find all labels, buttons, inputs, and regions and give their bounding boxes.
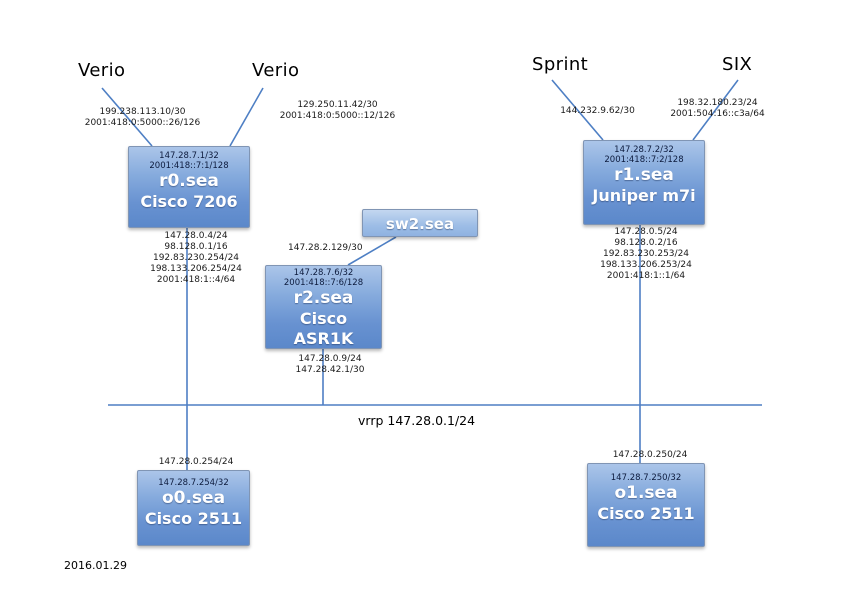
o1-loopback: 147.28.7.250/32 bbox=[610, 473, 682, 483]
address-line: 129.250.11.42/30 bbox=[297, 100, 378, 110]
address-line: 192.83.230.254/24 bbox=[152, 253, 240, 263]
o1-name: o1.sea bbox=[614, 483, 678, 503]
address-line: 147.28.0.5/24 bbox=[614, 227, 678, 237]
o0-loopback: 147.28.7.254/32 bbox=[158, 478, 229, 488]
address-line: 144.232.9.62/30 bbox=[560, 106, 635, 116]
provider-verio-2: Verio bbox=[252, 60, 300, 81]
address-line: 192.83.230.253/24 bbox=[602, 249, 690, 259]
uplink-sprint-addresses: 144.232.9.62/30 bbox=[525, 106, 670, 117]
r2-model-line1: Cisco bbox=[299, 309, 348, 328]
node-o0: 147.28.7.254/32 o0.sea Cisco 2511 bbox=[137, 470, 250, 546]
address-line: 198.133.206.254/24 bbox=[150, 264, 242, 274]
node-sw2: sw2.sea bbox=[362, 209, 478, 237]
node-r1: 147.28.7.2/32 2001:418::7:2/128 r1.sea J… bbox=[583, 140, 705, 225]
r0-name: r0.sea bbox=[159, 171, 219, 191]
r2-name: r2.sea bbox=[293, 288, 354, 308]
r0-loopback-v4: 147.28.7.1/32 bbox=[159, 151, 219, 161]
address-line: 199.238.113.10/30 bbox=[99, 107, 186, 117]
link-verio2-r0 bbox=[229, 87, 264, 147]
o0-lan-address: 147.28.0.254/24 bbox=[126, 457, 266, 468]
r0-model: Cisco 7206 bbox=[140, 192, 238, 211]
address-line: 2001:418:1::4/64 bbox=[156, 275, 236, 285]
address-line: 2001:418:1::1/64 bbox=[606, 271, 686, 281]
r2-model-line2: ASR1K bbox=[293, 329, 354, 348]
address-line: 98.128.0.2/16 bbox=[614, 238, 678, 248]
address-line: 2001:504:16::c3a/64 bbox=[670, 109, 765, 119]
address-line: 198.133.206.253/24 bbox=[600, 260, 692, 270]
provider-verio-1: Verio bbox=[78, 60, 126, 81]
r0-loopback-v6: 2001:418::7:1/128 bbox=[149, 161, 229, 171]
address-line: 147.28.0.250/24 bbox=[612, 450, 688, 460]
r1-loopback-v4: 147.28.7.2/32 bbox=[614, 145, 674, 155]
vrrp-bus-label: vrrp 147.28.0.1/24 bbox=[358, 413, 476, 428]
address-line: 147.28.0.254/24 bbox=[158, 457, 234, 467]
node-r2: 147.28.7.6/32 2001:418::7:6/128 r2.sea C… bbox=[265, 265, 382, 349]
o1-lan-address: 147.28.0.250/24 bbox=[580, 450, 720, 461]
o1-model: Cisco 2511 bbox=[597, 504, 695, 523]
provider-six: SIX bbox=[722, 54, 753, 75]
address-line: 147.28.0.9/24 bbox=[298, 354, 362, 364]
diagram-date: 2016.01.29 bbox=[64, 559, 127, 572]
o0-model: Cisco 2511 bbox=[144, 509, 243, 528]
address-line: 2001:418:0:5000::26/126 bbox=[84, 118, 201, 128]
r1-interface-list: 147.28.0.5/24 98.128.0.2/16 192.83.230.2… bbox=[576, 227, 716, 282]
address-line: 2001:418:0:5000::12/126 bbox=[279, 111, 396, 121]
address-line: 147.28.42.1/30 bbox=[295, 365, 365, 375]
node-r0: 147.28.7.1/32 2001:418::7:1/128 r0.sea C… bbox=[128, 146, 250, 228]
node-o1: 147.28.7.250/32 o1.sea Cisco 2511 bbox=[587, 463, 705, 547]
r1-name: r1.sea bbox=[614, 165, 674, 185]
uplink-verio2-addresses: 129.250.11.42/30 2001:418:0:5000::12/126 bbox=[265, 100, 410, 122]
r2-sw2-link-address: 147.28.2.129/30 bbox=[288, 243, 363, 253]
provider-sprint: Sprint bbox=[532, 54, 589, 75]
r2-interface-list: 147.28.0.9/24 147.28.42.1/30 bbox=[260, 354, 400, 376]
r2-loopback-v6: 2001:418::7:6/128 bbox=[283, 278, 364, 288]
address-line: 198.32.180.23/24 bbox=[677, 98, 758, 108]
uplink-six-addresses: 198.32.180.23/24 2001:504:16::c3a/64 bbox=[645, 98, 790, 120]
o0-name: o0.sea bbox=[161, 488, 226, 508]
uplink-verio1-addresses: 199.238.113.10/30 2001:418:0:5000::26/12… bbox=[70, 107, 215, 129]
r2-loopback-v4: 147.28.7.6/32 bbox=[293, 268, 354, 278]
address-line: 98.128.0.1/16 bbox=[164, 242, 228, 252]
r0-interface-list: 147.28.0.4/24 98.128.0.1/16 192.83.230.2… bbox=[126, 231, 266, 286]
sw2-name: sw2.sea bbox=[385, 215, 455, 233]
r1-model: Juniper m7i bbox=[592, 186, 696, 205]
address-line: 147.28.0.4/24 bbox=[164, 231, 228, 241]
r1-loopback-v6: 2001:418::7:2/128 bbox=[604, 155, 684, 165]
